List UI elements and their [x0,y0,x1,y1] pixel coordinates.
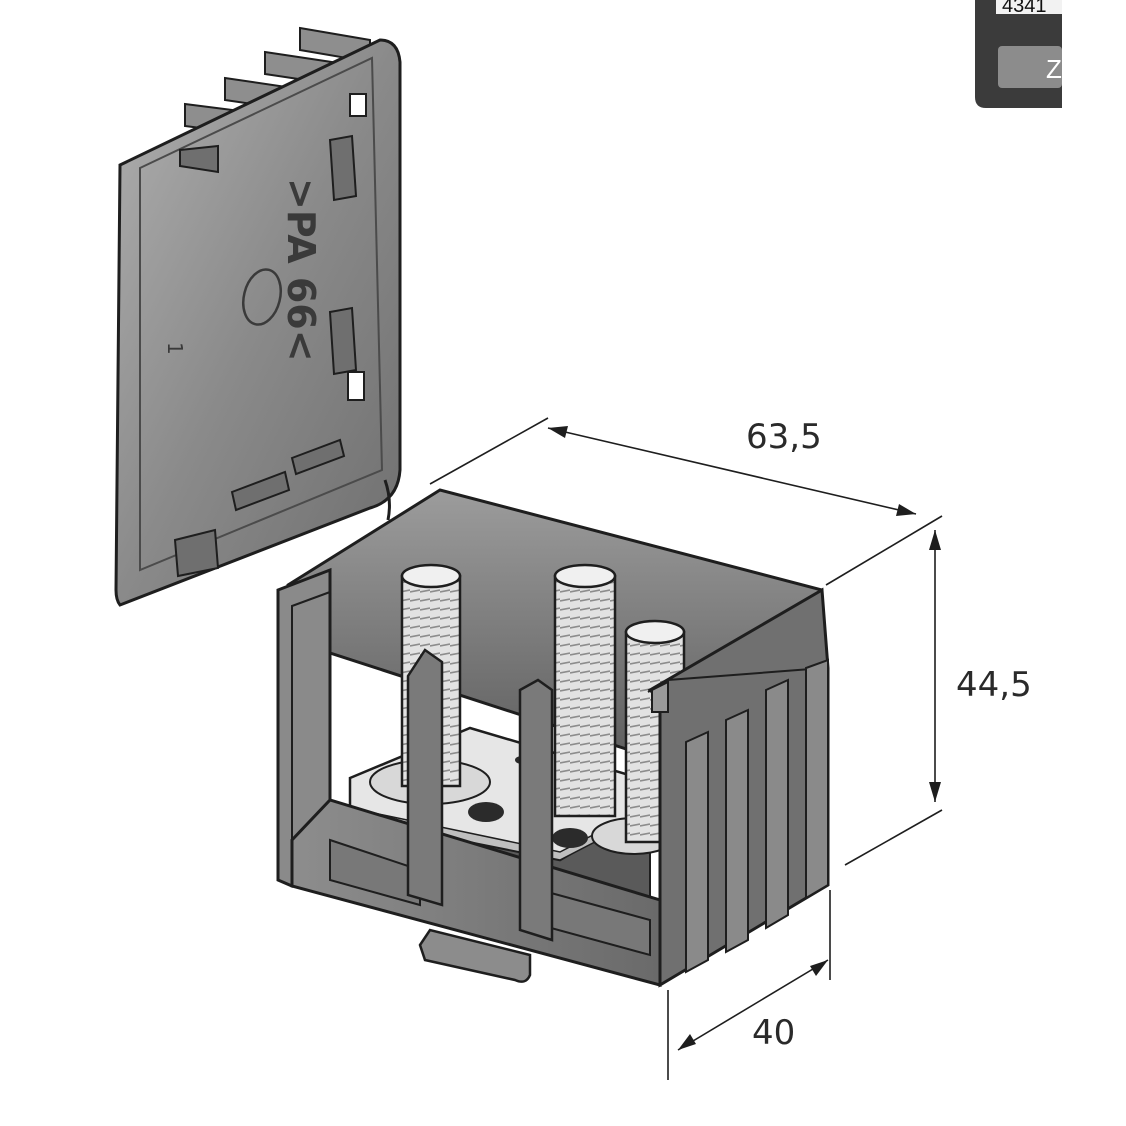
height-dimension-label: 44,5 [956,665,1032,705]
mounting-foot [418,928,532,983]
width-dimension-label: 63,5 [746,417,822,457]
divider-left [406,648,444,907]
dimension-lines [429,417,943,1080]
widget-button-label: Z [1046,54,1062,84]
divider-right [518,678,554,942]
widget-button[interactable] [998,46,1062,88]
lid-body [114,38,402,607]
depth-dimension-label: 40 [752,1013,795,1053]
box-housing [276,488,830,988]
front-wall [290,798,662,987]
depth-dimension-line [677,959,829,1051]
lid: >PA 66< 1 [114,26,402,607]
material-marking: >PA 66< [279,178,323,362]
right-wall-ribs [685,658,829,974]
corner-widget: 4341 Z [975,0,1062,108]
lid-symbol-mark: 1 [163,342,187,355]
width-dimension-line [547,427,917,515]
part-number-text: 4341 [1002,0,1047,17]
dimension-arrows [548,426,941,1050]
bolt-middle [553,563,617,818]
lid-circle-mark [242,268,282,326]
